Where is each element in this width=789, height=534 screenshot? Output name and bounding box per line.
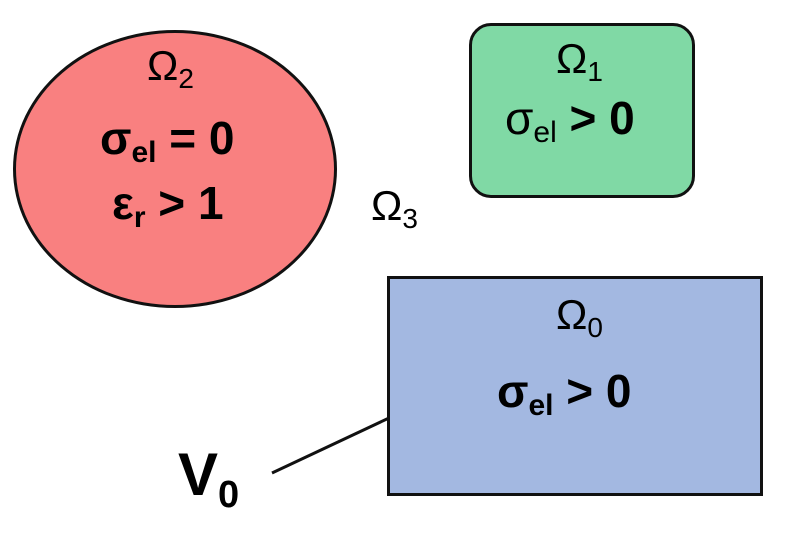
- omega1-sigma-sub: el: [533, 116, 557, 149]
- omega2-epsilon-sub: r: [133, 201, 146, 234]
- omega2-sigma: σ: [100, 112, 132, 164]
- omega3-subscript: 3: [402, 203, 418, 234]
- omega2-label: Ω2: [147, 45, 194, 93]
- omega3-symbol: Ω: [371, 182, 403, 229]
- omega2-sigma-relation: = 0: [156, 112, 235, 164]
- omega0-symbol: Ω: [556, 291, 588, 338]
- terminal-subscript: 0: [218, 474, 240, 516]
- omega1-label: Ω1: [556, 38, 603, 86]
- omega2-epsilon: ε: [112, 177, 134, 229]
- omega2-epsilon-relation: > 1: [145, 177, 224, 229]
- terminal-label: V0: [178, 445, 240, 516]
- omega2-region: [13, 30, 337, 308]
- omega0-sigma-sub: el: [528, 389, 554, 422]
- omega0-conductivity: σel > 0: [497, 368, 632, 421]
- omega2-sigma-sub: el: [131, 136, 157, 169]
- terminal-lead: [271, 416, 390, 475]
- terminal-symbol: V: [178, 441, 219, 508]
- omega2-subscript: 2: [178, 63, 194, 94]
- omega0-label: Ω0: [556, 294, 603, 342]
- omega1-region: [469, 23, 695, 198]
- omega1-sigma: σ: [505, 92, 534, 144]
- omega1-conductivity: σel > 0: [505, 95, 635, 148]
- omega1-sigma-relation: > 0: [556, 92, 635, 144]
- omega2-conductivity: σel = 0: [100, 115, 235, 168]
- omega1-subscript: 1: [587, 56, 603, 87]
- omega1-symbol: Ω: [556, 35, 588, 82]
- omega0-sigma: σ: [497, 365, 529, 417]
- omega3-label: Ω3: [371, 185, 418, 233]
- omega2-symbol: Ω: [147, 42, 179, 89]
- omega2-permittivity: εr > 1: [112, 180, 224, 233]
- omega0-subscript: 0: [587, 312, 603, 343]
- omega0-sigma-relation: > 0: [553, 365, 632, 417]
- omega0-region: [387, 276, 763, 496]
